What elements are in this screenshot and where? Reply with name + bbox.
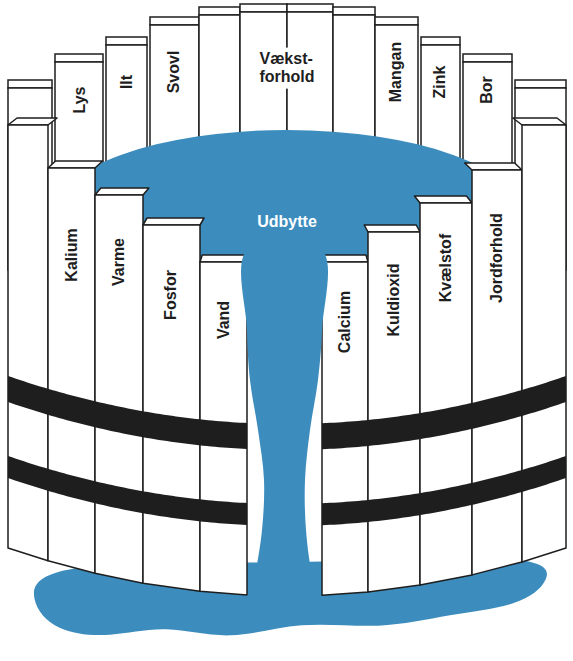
yield-text: Udbytte (257, 213, 317, 231)
stave-rim (333, 7, 375, 15)
front-stave (8, 125, 48, 561)
stave-label: Fosfor (145, 245, 197, 345)
stave-text: Bor (478, 76, 496, 104)
water-stream (241, 240, 328, 611)
stave-label: Varme (97, 212, 141, 312)
stave-top (320, 255, 368, 262)
front-stave (95, 195, 143, 583)
front-stave (48, 168, 95, 573)
stave-rim (8, 80, 52, 88)
barrel-hoop (322, 376, 566, 449)
stave-text: Vand (215, 301, 233, 339)
stave-top (364, 225, 420, 232)
stave-rim (106, 37, 147, 45)
stave-label: Lys (58, 65, 102, 135)
stave-rim (375, 17, 418, 25)
front-stave (143, 225, 200, 591)
barrel-hoop (322, 456, 566, 525)
stave-rim (463, 54, 512, 62)
stave-text: Zink (431, 66, 449, 99)
stave-text: Lys (71, 87, 89, 114)
stave-text: Svovl (165, 51, 183, 94)
stave-top (465, 163, 522, 170)
stave-label: Svovl (151, 32, 197, 112)
stave-label: Mangan (376, 30, 416, 115)
stave-top (95, 188, 149, 195)
stave-label: Vand (202, 275, 246, 365)
front-stave (472, 170, 522, 575)
stave-text: Kuldioxid (385, 264, 403, 337)
stave-top (143, 218, 204, 225)
stave-text: Calcium (336, 291, 354, 353)
stave-top (200, 255, 249, 262)
stave-rim (150, 17, 199, 25)
front-stave (368, 232, 420, 592)
stave-rim (421, 37, 460, 45)
stave-label: Kuldioxid (370, 240, 418, 360)
stave-top (513, 118, 566, 125)
stave-top (8, 118, 57, 125)
barrel-hoop (8, 376, 247, 449)
front-stave (420, 203, 472, 585)
stave-rim (199, 7, 240, 15)
stave-text: Vækst- forhold (255, 48, 318, 89)
stave-label: Jordforhold (474, 183, 520, 333)
front-stave (522, 125, 566, 562)
barrel-hoop (8, 456, 247, 525)
stave-text: Mangan (387, 42, 405, 102)
stave-text: Jordforhold (488, 213, 506, 303)
yield-label: Udbytte (227, 207, 347, 237)
stave-label: Bor (465, 60, 509, 120)
stave-label: Vækst- forhold (207, 40, 367, 96)
stave-text: Fosfor (162, 270, 180, 320)
stave-label: Kalium (50, 200, 94, 310)
stave-label: Kvælstof (422, 208, 470, 328)
stave-text: Varme (110, 238, 128, 286)
stave-text: Ilt (118, 75, 136, 89)
stave-rim (55, 54, 103, 62)
stave-text: Kalium (63, 228, 81, 281)
stave-text: Kvælstof (437, 234, 455, 302)
stave-rim (515, 80, 566, 88)
stave-top (414, 196, 472, 203)
stave-top (48, 161, 103, 168)
stave-rim (287, 4, 333, 12)
stave-label: Calcium (323, 272, 367, 372)
stave-label: Ilt (108, 52, 146, 112)
stave-label: Zink (422, 52, 458, 112)
stave-rim (240, 4, 287, 12)
